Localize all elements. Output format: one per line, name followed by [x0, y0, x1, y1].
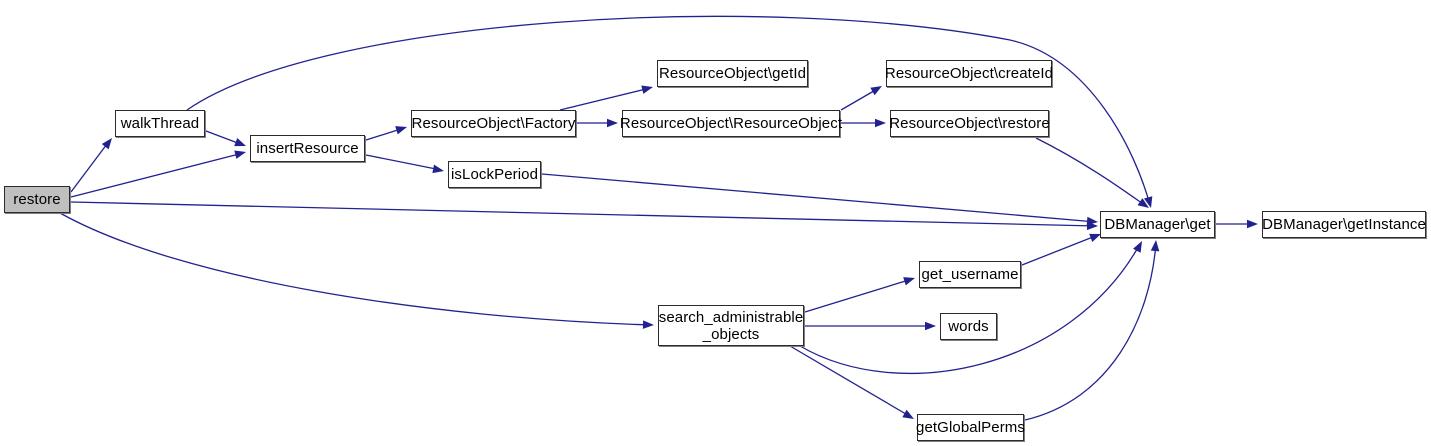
graph-node-label: words [948, 318, 989, 335]
edge-getGlobalPerms-to-dbget [1024, 242, 1157, 421]
graph-node-label: ResourceObject\Factory [411, 115, 576, 132]
graph-node-dbinst[interactable]: DBManager\getInstance [1262, 211, 1426, 238]
graph-node-walkThread[interactable]: walkThread [115, 110, 205, 137]
arrowhead-restore-to-searchAdmin [642, 320, 654, 329]
arrowhead-restore-to-walkThread [101, 138, 112, 150]
graph-node-label: get_username [921, 266, 1019, 283]
graph-node-label: ResourceObject\ResourceObject [619, 115, 843, 132]
arrowhead-resObj-to-createId [870, 86, 882, 96]
graph-node-label: isLockPeriod [450, 166, 539, 183]
arrowhead-restore-to-insertResource [234, 150, 246, 159]
edge-resRestore-to-dbget [1035, 137, 1147, 207]
edge-insertResource-to-isLockPeriod [365, 154, 442, 171]
edge-restore-to-walkThread [70, 139, 111, 193]
graph-node-isLockPeriod[interactable]: isLockPeriod [448, 161, 541, 188]
graph-node-label: ResourceObject\createId [884, 65, 1054, 82]
arrowhead-resObj-to-resRestore [875, 118, 886, 128]
edge-restore-to-searchAdmin [59, 212, 652, 326]
graph-node-resRestore[interactable]: ResourceObject\restore [889, 110, 1050, 137]
edge-restore-to-insertResource [70, 152, 244, 198]
graph-node-label: ResourceObject\restore [889, 115, 1050, 132]
arrowhead-restore-to-dbget [1086, 221, 1098, 231]
arrowhead-insertResource-to-isLockPeriod [432, 164, 444, 174]
edge-insertResource-to-factory [365, 127, 405, 141]
graph-node-label: restore [13, 191, 61, 208]
edge-isLockPeriod-to-dbget [541, 173, 1097, 223]
arrowhead-walkThread-to-dbget [1143, 196, 1153, 208]
graph-node-getUsername[interactable]: get_username [919, 261, 1021, 288]
graph-node-resObj[interactable]: ResourceObject\ResourceObject [620, 110, 842, 137]
graph-node-label: search_administrable _objects [658, 308, 804, 343]
graph-node-insertResource[interactable]: insertResource [250, 135, 365, 162]
graph-node-factory[interactable]: ResourceObject\Factory [411, 110, 576, 137]
arrowhead-insertResource-to-factory [395, 126, 407, 135]
arrowhead-isLockPeriod-to-dbget [1086, 216, 1098, 226]
arrowhead-walkThread-to-insertResource [234, 138, 246, 147]
arrowhead-factory-to-getId [641, 85, 653, 94]
graph-node-label: getGlobalPerms [916, 419, 1025, 436]
graph-node-restore[interactable]: restore [4, 186, 70, 213]
edge-searchAdmin-to-getUsername [804, 278, 913, 313]
arrowhead-searchAdmin-to-getGlobalPerms [902, 409, 914, 419]
graph-node-dbget[interactable]: DBManager\get [1100, 211, 1215, 238]
arrowhead-getGlobalPerms-to-dbget [1150, 240, 1160, 252]
graph-node-label: walkThread [120, 115, 200, 132]
graph-node-label: insertResource [256, 140, 359, 157]
edge-searchAdmin-to-getGlobalPerms [789, 345, 912, 418]
arrowhead-factory-to-resObj [607, 118, 618, 128]
graph-node-searchAdmin[interactable]: search_administrable _objects [658, 305, 804, 346]
arrowhead-searchAdmin-to-dbget [1133, 241, 1142, 253]
edge-restore-to-dbget [70, 201, 1097, 227]
graph-node-label: DBManager\get [1104, 216, 1211, 233]
edge-getUsername-to-dbget [1021, 234, 1099, 266]
graph-node-label: DBManager\getInstance [1262, 216, 1426, 233]
graph-node-getGlobalPerms[interactable]: getGlobalPerms [916, 414, 1025, 441]
arrowhead-dbget-to-dbinst [1247, 219, 1258, 229]
arrowhead-resRestore-to-dbget [1137, 198, 1149, 208]
graph-node-getId[interactable]: ResourceObject\getId [657, 60, 808, 87]
graph-node-createId[interactable]: ResourceObject\createId [885, 60, 1053, 87]
arrowhead-searchAdmin-to-words [925, 321, 936, 331]
arrowhead-searchAdmin-to-getUsername [903, 277, 915, 286]
edge-resObj-to-createId [840, 87, 880, 111]
graph-node-label: ResourceObject\getId [658, 65, 807, 82]
edge-walkThread-to-insertResource [205, 130, 244, 146]
graph-node-words[interactable]: words [940, 313, 997, 340]
edge-factory-to-getId [559, 87, 651, 111]
